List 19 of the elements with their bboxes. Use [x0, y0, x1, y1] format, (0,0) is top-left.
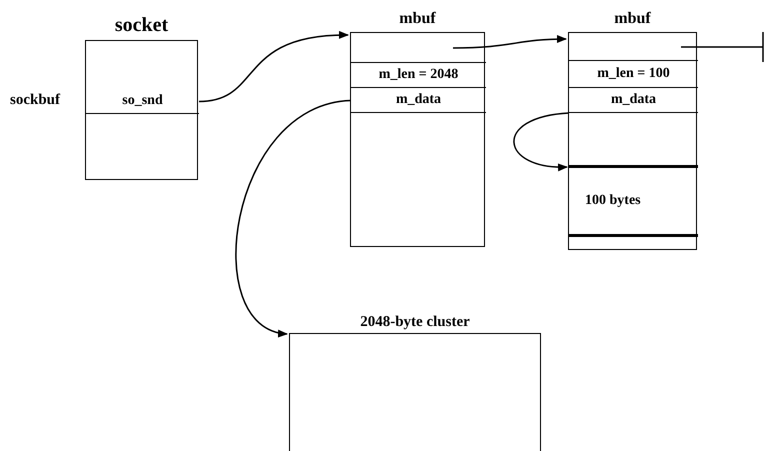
field-row: m_len = 2048: [351, 63, 486, 88]
field-row: m_data: [569, 88, 698, 113]
cluster-buffer: [289, 333, 541, 451]
structure-title: socket: [114, 14, 170, 37]
structure-title: mbuf: [613, 10, 652, 28]
pointer-arrow: [235, 100, 352, 336]
structure-box: [568, 32, 697, 250]
structure-box: [350, 32, 485, 247]
field-row: so_snd: [86, 89, 199, 114]
structure-box: [85, 40, 198, 180]
pointer-arrow: [452, 35, 567, 49]
field-caption: sockbuf: [10, 92, 60, 109]
structure-title: 2048-byte cluster: [359, 314, 471, 331]
data-region: 100 bytes: [569, 165, 698, 237]
structure-title: mbuf: [398, 10, 437, 28]
pointer-arrow: [513, 112, 570, 171]
field-row: m_data: [351, 88, 486, 113]
field-row: m_len = 100: [569, 61, 698, 88]
pointer-arrow: [198, 31, 349, 102]
